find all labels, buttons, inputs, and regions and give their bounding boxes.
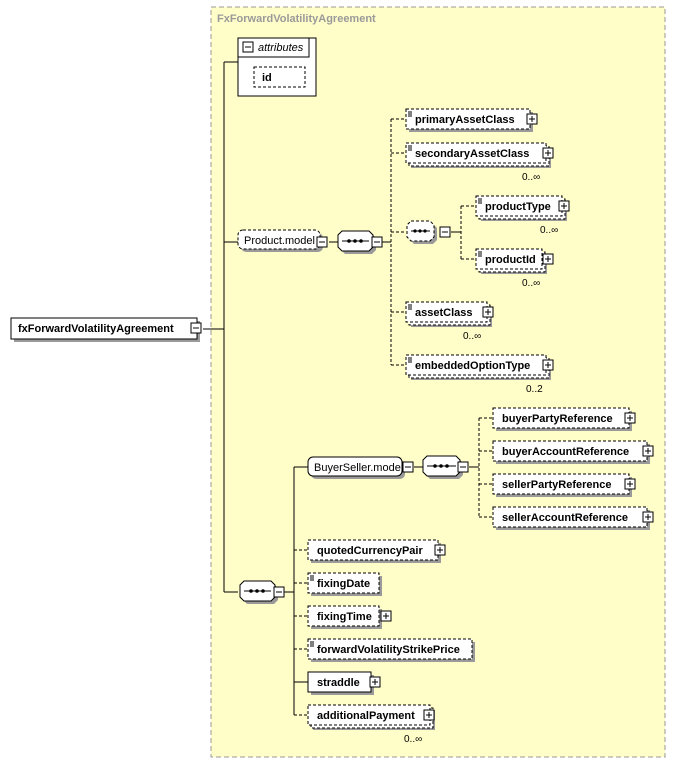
element-fixingDate[interactable]: fixingDate	[307, 572, 382, 596]
svg-text:fixingTime: fixingTime	[317, 611, 372, 623]
attribute-id[interactable]: id	[253, 66, 306, 88]
connector-lines	[203, 61, 493, 716]
element-secondaryAssetClass[interactable]: secondaryAssetClass	[405, 142, 554, 168]
svg-text:primaryAssetClass: primaryAssetClass	[415, 114, 515, 126]
cardinality-embeddedOptionType: 0..2	[526, 384, 543, 395]
cardinality-assetClass: 0..∞	[463, 331, 481, 342]
buyerseller-collapse-icon[interactable]	[402, 461, 414, 473]
element-primaryAssetClass[interactable]: primaryAssetClass	[405, 108, 538, 132]
main-sequence-compositor-icon[interactable]	[239, 580, 278, 604]
buyerseller-sequence-collapse-icon[interactable]	[457, 461, 469, 473]
complex-type-title: FxForwardVolatilityAgreement	[217, 13, 376, 25]
element-sellerPartyReference[interactable]: sellerPartyReference	[492, 473, 636, 497]
svg-text:fixingDate: fixingDate	[317, 578, 370, 590]
element-productType[interactable]: productType	[475, 195, 570, 221]
svg-text:quotedCurrencyPair: quotedCurrencyPair	[317, 545, 423, 557]
svg-text:id: id	[262, 72, 272, 84]
svg-text:Product.model: Product.model	[244, 235, 315, 247]
svg-text:productType: productType	[485, 201, 551, 213]
sequence-compositor-icon[interactable]	[337, 230, 376, 254]
svg-text:straddle: straddle	[317, 677, 360, 689]
svg-text:buyerAccountReference: buyerAccountReference	[502, 446, 629, 458]
svg-text:sellerPartyReference: sellerPartyReference	[502, 479, 611, 491]
element-fixingTime[interactable]: fixingTime	[307, 605, 392, 629]
main-sequence-collapse-icon[interactable]	[273, 586, 285, 598]
element-buyerPartyReference[interactable]: buyerPartyReference	[492, 407, 636, 431]
element-embeddedOptionType[interactable]: embeddedOptionType	[405, 354, 554, 380]
element-straddle[interactable]: straddle	[307, 671, 381, 695]
svg-text:assetClass: assetClass	[415, 307, 473, 319]
product-model-collapse-icon[interactable]	[316, 236, 328, 248]
svg-text:productId: productId	[485, 254, 536, 266]
element-buyerAccountReference[interactable]: buyerAccountReference	[492, 440, 654, 464]
cardinality-productType: 0..∞	[540, 225, 558, 236]
root-element-fxForwardVolatilityAgreement[interactable]: fxForwardVolatilityAgreement	[10, 317, 200, 342]
product-model-group[interactable]: Product.model	[237, 229, 323, 252]
svg-text:BuyerSeller.model: BuyerSeller.model	[314, 462, 403, 474]
svg-text:sellerAccountReference: sellerAccountReference	[502, 512, 628, 524]
cardinality-secondaryAssetClass: 0..∞	[522, 172, 540, 183]
cardinality-productId: 0..∞	[522, 278, 540, 289]
expand-toggle-icon[interactable]	[190, 322, 202, 334]
svg-text:secondaryAssetClass: secondaryAssetClass	[415, 148, 529, 160]
svg-text:additionalPayment: additionalPayment	[317, 710, 415, 722]
buyerseller-sequence-icon[interactable]	[422, 455, 463, 479]
svg-text:buyerPartyReference: buyerPartyReference	[502, 413, 613, 425]
svg-text:embeddedOptionType: embeddedOptionType	[415, 360, 530, 372]
element-assetClass[interactable]: assetClass	[405, 301, 494, 327]
element-quotedCurrencyPair[interactable]: quotedCurrencyPair	[307, 539, 446, 563]
element-additionalPayment[interactable]: additionalPayment	[307, 704, 435, 730]
svg-text:forwardVolatilityStrikePrice: forwardVolatilityStrikePrice	[317, 644, 460, 656]
sequence-collapse-icon[interactable]	[371, 236, 383, 248]
element-sellerAccountReference[interactable]: sellerAccountReference	[492, 506, 654, 530]
choice-collapse-icon[interactable]	[439, 226, 451, 238]
buyerseller-model-group[interactable]: BuyerSeller.model	[307, 456, 405, 479]
element-productId[interactable]: productId	[475, 248, 554, 274]
attributes-label: attributes	[258, 42, 304, 54]
element-forwardVolatilityStrikePrice[interactable]: forwardVolatilityStrikePrice	[307, 638, 475, 662]
svg-text:fxForwardVolatilityAgreement: fxForwardVolatilityAgreement	[18, 323, 174, 335]
cardinality-additionalPayment: 0..∞	[404, 734, 422, 745]
choice-compositor-icon[interactable]	[406, 220, 437, 244]
